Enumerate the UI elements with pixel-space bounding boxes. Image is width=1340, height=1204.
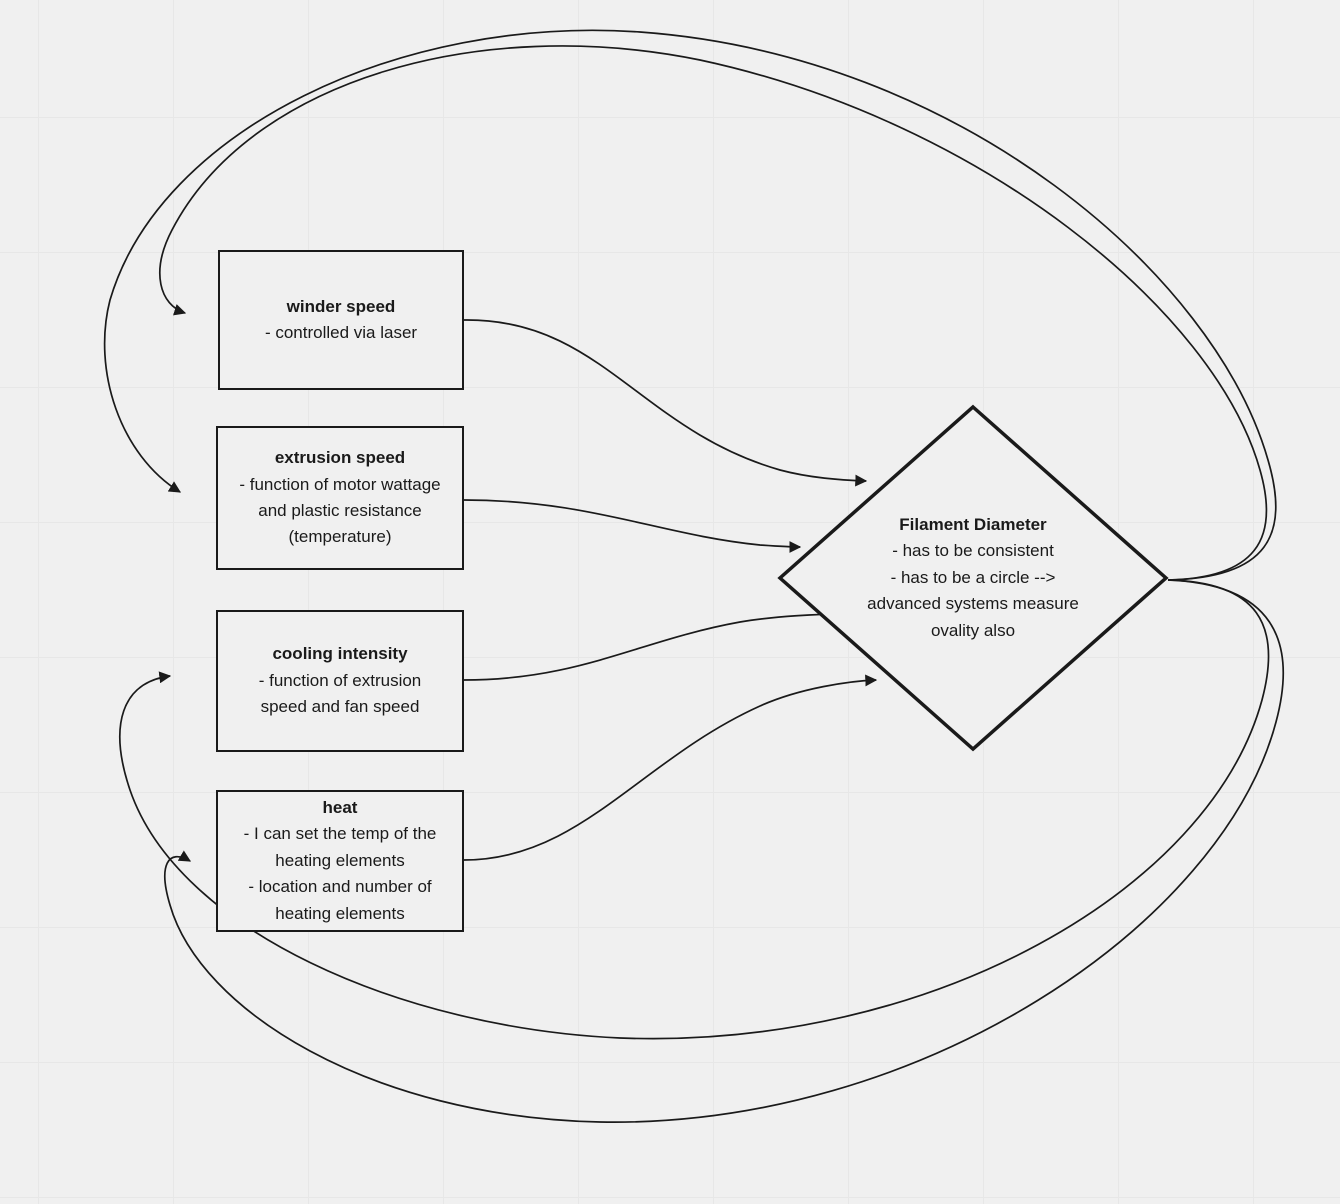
node-filament-diameter-text: Filament Diameter - has to be consistent… xyxy=(858,512,1088,644)
node-heat[interactable]: heat - I can set the temp of the heating… xyxy=(216,790,464,932)
node-winder-speed[interactable]: winder speed - controlled via laser xyxy=(218,250,464,390)
node-heat-line-0: - I can set the temp of the heating elem… xyxy=(243,824,437,870)
edge-extrusion-to-diameter xyxy=(463,499,802,553)
node-winder-speed-line-0: - controlled via laser xyxy=(264,323,418,342)
node-filament-diameter-line-0: - has to be consistent xyxy=(892,541,1054,561)
node-heat-title: heat xyxy=(322,798,358,818)
node-filament-diameter[interactable]: Filament Diameter - has to be consistent… xyxy=(776,403,1170,753)
node-winder-speed-title: winder speed xyxy=(286,296,396,316)
node-extrusion-speed-line-0: - function of motor wattage and plastic … xyxy=(239,474,441,547)
node-filament-diameter-line-1: - has to be a circle --> advanced system… xyxy=(867,567,1079,640)
node-heat-line-1: - location and number of heating element… xyxy=(248,877,432,923)
node-cooling-intensity[interactable]: cooling intensity - function of extrusio… xyxy=(216,610,464,752)
node-extrusion-speed[interactable]: extrusion speed - function of motor watt… xyxy=(216,426,464,570)
node-extrusion-speed-title: extrusion speed xyxy=(274,448,406,468)
node-cooling-intensity-title: cooling intensity xyxy=(272,644,408,664)
diamond-shape xyxy=(777,404,1169,752)
node-filament-diameter-title: Filament Diameter xyxy=(899,515,1047,535)
node-cooling-intensity-line-0: - function of extrusion speed and fan sp… xyxy=(258,670,422,717)
